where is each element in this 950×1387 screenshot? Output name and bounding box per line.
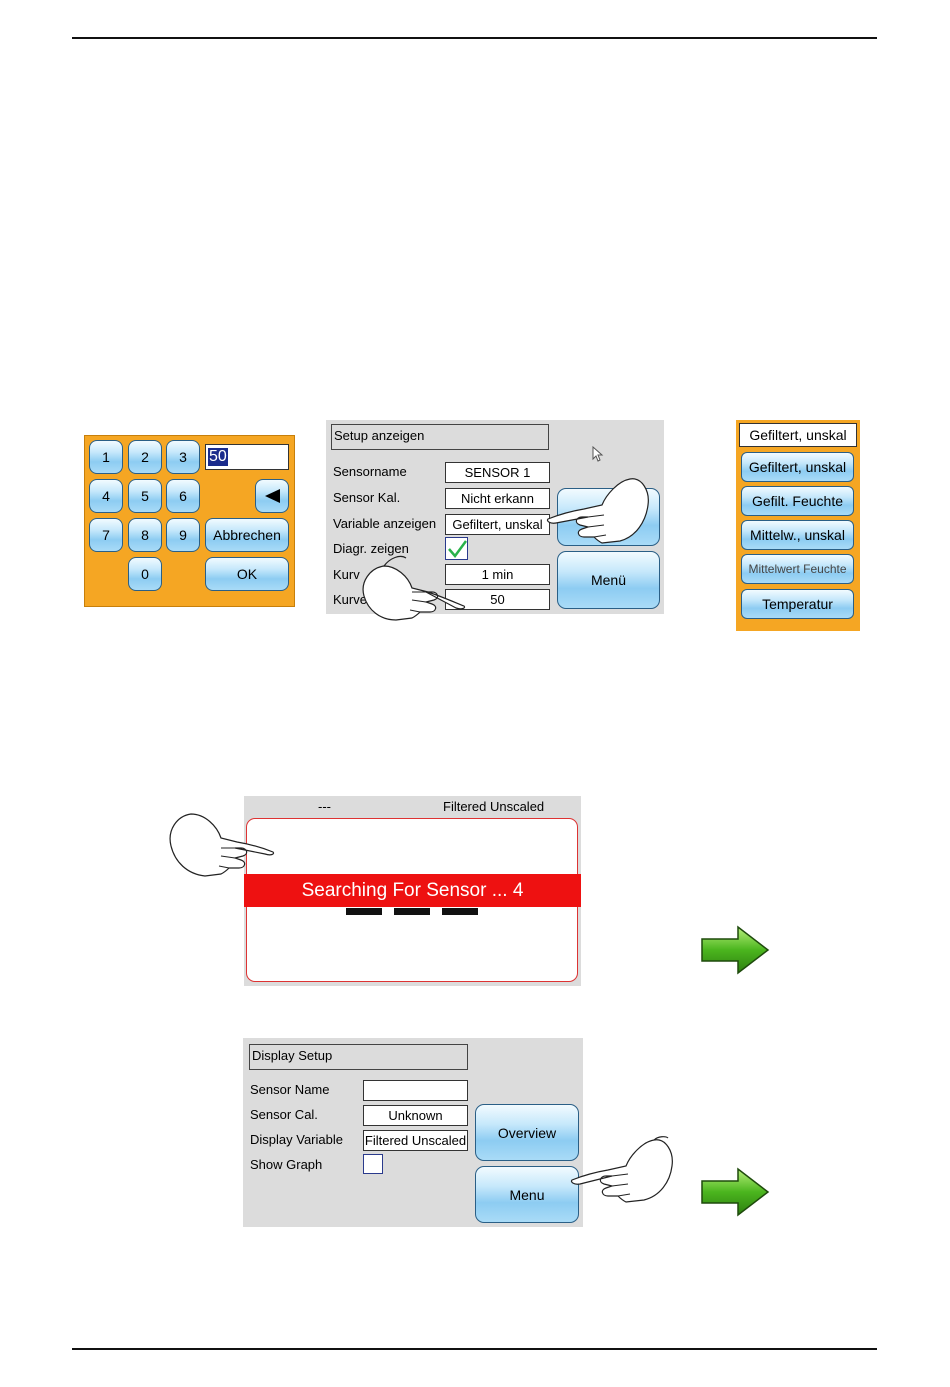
- header-right: Filtered Unscaled: [443, 799, 545, 814]
- variable-field[interactable]: Gefiltert, unskal: [445, 514, 550, 535]
- dropdown-option-1[interactable]: Gefiltert, unskal: [741, 452, 854, 482]
- row-label-kurv: Kurv: [333, 567, 360, 582]
- dropdown-selected[interactable]: Gefiltert, unskal: [739, 423, 857, 447]
- dropdown-option-5[interactable]: Temperatur: [741, 589, 854, 619]
- setup-title-box: Setup anzeigen: [331, 424, 549, 450]
- sensor-cal-field[interactable]: Unknown: [363, 1105, 468, 1126]
- sensor-name-field[interactable]: [363, 1080, 468, 1101]
- checkmark-icon: [448, 540, 468, 559]
- row-label-sensor-kal: Sensor Kal.: [333, 490, 401, 505]
- dropdown-option-3[interactable]: Mittelw., unskal: [741, 520, 854, 550]
- search-banner: Searching For Sensor ... 4: [244, 874, 581, 907]
- key-6[interactable]: 6: [166, 479, 200, 513]
- right-arrow-icon: [701, 1167, 770, 1217]
- key-3[interactable]: 3: [166, 440, 200, 474]
- setup-panel-de: Setup anzeigen Sensorname SENSOR 1 Senso…: [326, 420, 664, 621]
- key-1[interactable]: 1: [89, 440, 123, 474]
- row-label-sensorname: Sensorname: [333, 464, 407, 479]
- key-9[interactable]: 9: [166, 518, 200, 552]
- left-triangle-icon: [265, 489, 280, 503]
- dash-3: [442, 908, 478, 915]
- menu-button[interactable]: Menu: [475, 1166, 579, 1223]
- pointing-hand-icon: [570, 1136, 673, 1203]
- row-label-sensor-name: Sensor Name: [250, 1082, 330, 1097]
- key-8[interactable]: 8: [128, 518, 162, 552]
- row-label-display-variable: Display Variable: [250, 1132, 343, 1147]
- display-variable-field[interactable]: Filtered Unscaled: [363, 1130, 468, 1151]
- backspace-button[interactable]: [255, 479, 289, 513]
- key-2[interactable]: 2: [128, 440, 162, 474]
- overview-button[interactable]: Overview: [475, 1104, 579, 1161]
- pointing-hand-icon: [169, 813, 275, 877]
- key-4[interactable]: 4: [89, 479, 123, 513]
- row-label-show-graph: Show Graph: [250, 1157, 323, 1172]
- top-rule: [72, 37, 877, 39]
- dash-1: [346, 908, 382, 915]
- key-0[interactable]: 0: [128, 557, 162, 591]
- setup-title: Setup anzeigen: [334, 428, 425, 443]
- sensor-kal-field[interactable]: Nicht erkann: [445, 488, 550, 509]
- row-label-sensor-cal: Sensor Cal.: [250, 1107, 318, 1122]
- header-left: ---: [318, 799, 331, 814]
- display-setup-title: Display Setup: [252, 1048, 333, 1063]
- bottom-rule: [72, 1348, 877, 1350]
- sensor-search-screen: --- Filtered Unscaled Searching For Sens…: [244, 796, 581, 986]
- dropdown-option-4[interactable]: Mittelwert Feuchte: [741, 554, 854, 584]
- dropdown-option-2[interactable]: Gefilt. Feuchte: [741, 486, 854, 516]
- row-label-variable: Variable anzeigen: [333, 516, 437, 531]
- setup-panel-en: Display Setup Sensor Name Sensor Cal. Un…: [243, 1038, 583, 1227]
- search-banner-text: Searching For Sensor ... 4: [301, 879, 524, 901]
- dash-2: [394, 908, 430, 915]
- keypad-input-value: 50: [208, 448, 228, 466]
- show-graph-checkbox[interactable]: [363, 1154, 383, 1174]
- pointing-hand-icon: [362, 555, 466, 621]
- key-7[interactable]: 7: [89, 518, 123, 552]
- cancel-button[interactable]: Abbrechen: [205, 518, 289, 552]
- row-label-diagr: Diagr. zeigen: [333, 541, 409, 556]
- mouse-cursor-icon: [592, 446, 604, 462]
- ok-button[interactable]: OK: [205, 557, 289, 591]
- menu-button-de[interactable]: Menü: [557, 551, 660, 609]
- display-setup-title-box: Display Setup: [249, 1044, 468, 1070]
- sensorname-field[interactable]: SENSOR 1: [445, 462, 550, 483]
- kurv-time-field[interactable]: 1 min: [445, 564, 550, 585]
- variable-dropdown: Gefiltert, unskal Gefiltert, unskal Gefi…: [736, 420, 860, 631]
- key-5[interactable]: 5: [128, 479, 162, 513]
- right-arrow-icon: [701, 925, 770, 975]
- numeric-keypad: 1 2 3 50 4 5 6 7 8 9 Abbrechen 0 OK: [84, 435, 295, 607]
- keypad-input[interactable]: 50: [205, 444, 289, 470]
- diagram-checkbox[interactable]: [445, 537, 468, 560]
- pointing-hand-icon: [546, 478, 649, 544]
